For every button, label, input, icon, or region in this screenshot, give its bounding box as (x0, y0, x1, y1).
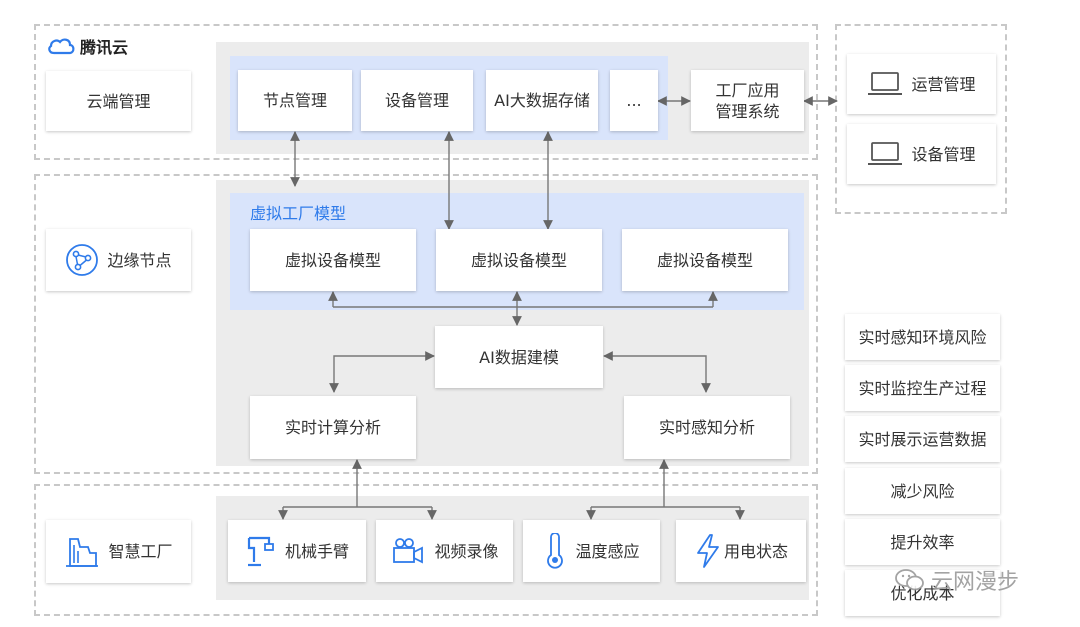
service-node-management[interactable]: 节点管理 (238, 70, 352, 131)
thermometer-icon (543, 533, 567, 569)
tencent-cloud-logo: 腾讯云 (46, 34, 128, 58)
watermark-text: 云网漫步 (931, 570, 1020, 595)
service-label: 设备管理 (384, 91, 449, 110)
benefit-item: 提升效率 (845, 519, 1000, 565)
device-label: 视频录像 (434, 541, 499, 561)
factory-building-icon (64, 535, 100, 569)
benefit-label: 实时感知环境风险 (858, 327, 987, 347)
cloud-management-label: 云端管理 (86, 91, 151, 111)
benefit-item: 优化成本 (845, 570, 1000, 616)
cloud-zone (34, 24, 818, 160)
device-label: 温度感应 (575, 541, 640, 561)
virtual-device-model-2[interactable]: 虚拟设备模型 (436, 229, 602, 291)
virtual-device-model-1[interactable]: 虚拟设备模型 (250, 229, 416, 291)
virtual-model-label: 虚拟设备模型 (470, 250, 567, 270)
smart-factory-card[interactable]: 智慧工厂 (46, 520, 191, 583)
smart-factory-label: 智慧工厂 (108, 542, 173, 561)
lightning-icon (694, 533, 722, 569)
cloud-management-card[interactable]: 云端管理 (46, 71, 191, 131)
virtual-factory-title: 虚拟工厂模型 (250, 204, 347, 223)
benefit-item: 实时展示运营数据 (845, 416, 1000, 462)
service-more[interactable]: ... (610, 70, 658, 131)
benefit-label: 提升效率 (890, 532, 955, 552)
realtime-sense-label: 实时感知分析 (658, 418, 755, 437)
service-ai-bigdata-storage[interactable]: AI大数据存储 (486, 70, 598, 131)
realtime-sense-analysis[interactable]: 实时感知分析 (624, 396, 790, 459)
benefit-item: 实时感知环境风险 (845, 314, 1000, 360)
device-label: 机械手臂 (284, 541, 349, 561)
ai-data-modeling[interactable]: AI数据建模 (435, 326, 603, 388)
factory-system-label: 工厂应用 管理系统 (715, 80, 780, 121)
device-power-status[interactable]: 用电状态 (676, 520, 806, 582)
device-video-recording[interactable]: 视频录像 (376, 520, 513, 582)
edge-node-label: 边缘节点 (107, 250, 172, 270)
realtime-compute-label: 实时计算分析 (284, 418, 381, 437)
service-label: AI大数据存储 (494, 91, 590, 110)
wechat-icon (895, 568, 925, 592)
edge-zone (34, 174, 818, 474)
benefit-item: 实时监控生产过程 (845, 365, 1000, 411)
device-label: 用电状态 (723, 541, 788, 561)
watermark: 云网漫步 (895, 564, 1019, 596)
tencent-cloud-icon (46, 36, 76, 56)
right-item-operations[interactable]: 运营管理 (847, 54, 996, 114)
factory-zone (34, 484, 818, 616)
robot-arm-icon (245, 534, 277, 568)
service-label: ... (626, 91, 642, 110)
right-item-devices[interactable]: 设备管理 (847, 124, 996, 184)
device-temperature-sensing[interactable]: 温度感应 (523, 520, 660, 582)
realtime-compute-analysis[interactable]: 实时计算分析 (250, 396, 416, 459)
right-ops-zone (835, 24, 1007, 214)
ai-modeling-label: AI数据建模 (479, 347, 559, 367)
benefit-label: 优化成本 (890, 583, 955, 603)
virtual-device-model-3[interactable]: 虚拟设备模型 (622, 229, 788, 291)
benefit-label: 实时展示运营数据 (858, 429, 987, 449)
benefit-label: 减少风险 (890, 481, 955, 501)
virtual-model-label: 虚拟设备模型 (284, 250, 381, 270)
service-device-management[interactable]: 设备管理 (361, 70, 473, 131)
benefit-label: 实时监控生产过程 (858, 378, 987, 398)
edge-node-card[interactable]: 边缘节点 (46, 229, 191, 291)
laptop-icon (867, 70, 903, 98)
logo-text: 腾讯云 (80, 38, 129, 57)
device-robot-arm[interactable]: 机械手臂 (228, 520, 366, 582)
benefit-item: 减少风险 (845, 468, 1000, 514)
share-node-icon (65, 243, 99, 277)
right-item-label: 运营管理 (911, 74, 976, 94)
video-camera-icon (390, 536, 426, 566)
right-item-label: 设备管理 (911, 144, 976, 164)
virtual-model-label: 虚拟设备模型 (656, 250, 753, 270)
laptop-icon (867, 140, 903, 168)
service-label: 节点管理 (262, 91, 327, 110)
factory-app-management-system[interactable]: 工厂应用 管理系统 (691, 70, 804, 131)
